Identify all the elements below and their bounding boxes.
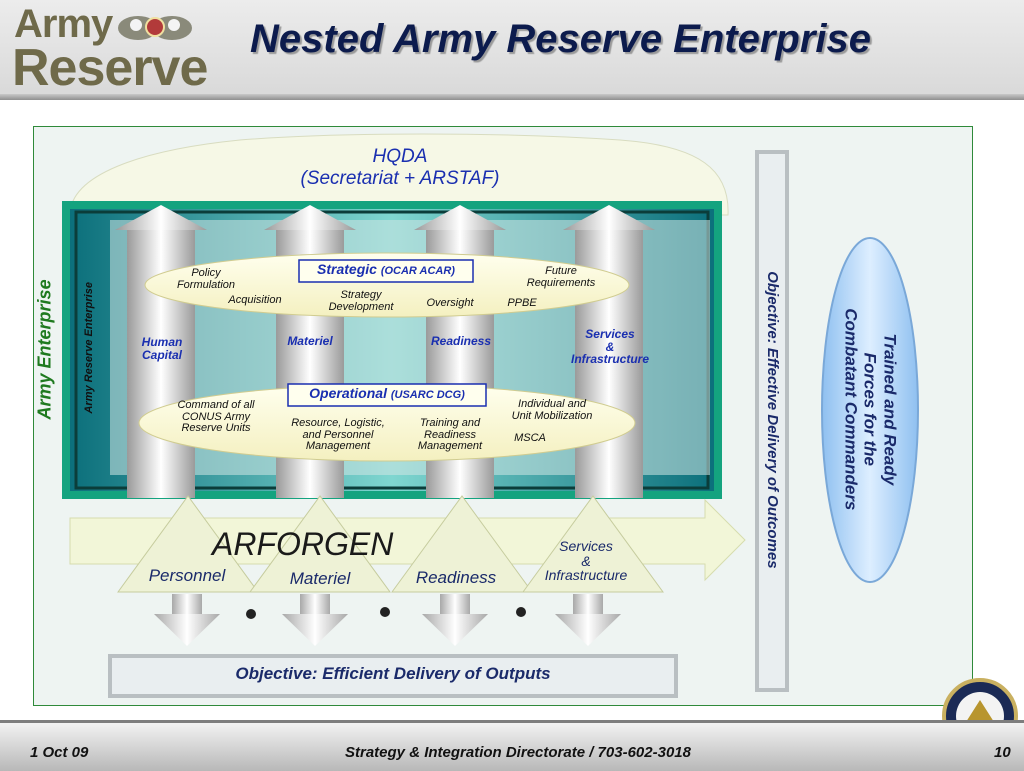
materiel-label: Materiel: [287, 334, 333, 348]
readiness-label: Readiness: [430, 334, 492, 348]
dot-1: [246, 609, 256, 619]
ppbe-text: PPBE: [507, 297, 537, 309]
outputs-bar: [108, 654, 678, 698]
hqda-subtitle: (Secretariat + ARSTAF): [300, 168, 500, 189]
arforgen-readiness: Readiness: [415, 568, 497, 587]
triangle-personnel: [117, 495, 259, 593]
down-arrow-1: [154, 594, 220, 646]
footer-page-number: 10: [994, 744, 1011, 761]
objective-outcomes-label: Objective: Effective Delivery of Outcome…: [763, 271, 781, 569]
footer-org: Strategy & Integration Directorate / 703…: [345, 744, 691, 761]
trained-ready-text: Trained and Ready Forces for the Combata…: [841, 308, 900, 511]
outcomes-bar: [755, 150, 789, 692]
down-arrow-4: [555, 594, 621, 646]
msca-text: MSCA: [514, 432, 546, 444]
army-reserve-enterprise-label: Army Reserve Enterprise: [83, 282, 96, 414]
dot-3: [516, 607, 526, 617]
dot-2: [380, 607, 390, 617]
slide-title: Nested Army Reserve Enterprise: [250, 17, 872, 61]
objective-outputs-label: Objective: Efficient Delivery of Outputs: [235, 664, 551, 683]
arforgen-personnel: Personnel: [148, 566, 226, 585]
logo-army-text: Army: [14, 2, 113, 46]
army-enterprise-label: Army Enterprise: [34, 279, 55, 420]
footer-date: 1 Oct 09: [30, 744, 89, 761]
footer-band: [0, 720, 1024, 771]
triangle-materiel: [249, 495, 391, 593]
triangle-readiness: [391, 495, 533, 593]
trained-ready-oval: [821, 237, 919, 583]
hqda-title: HQDA: [372, 146, 428, 167]
logo-reserve-text: Reserve: [12, 39, 208, 97]
oversight-text: Oversight: [426, 297, 474, 309]
acquisition-text: Acquisition: [228, 294, 282, 306]
arforgen-materiel: Materiel: [289, 569, 351, 588]
triangle-services: [522, 495, 664, 593]
header-band: [0, 0, 1024, 96]
down-arrow-3: [422, 594, 488, 646]
operational-label-box: [287, 383, 487, 407]
strategic-oval: [144, 252, 630, 318]
services-infrastructure-label: Services&Infrastructure: [570, 327, 650, 367]
operational-title: Operational (USARC DCG): [309, 385, 465, 401]
hqda-cloud: [69, 133, 729, 216]
down-arrow-2: [282, 594, 348, 646]
arforgen-title: ARFORGEN: [212, 526, 394, 562]
header-rule: [0, 94, 1024, 100]
eagle-emblem-icon: [118, 16, 192, 40]
arforgen-services: Services&Infrastructure: [544, 538, 628, 584]
strategic-label-box: [298, 259, 474, 283]
strategic-title: Strategic (OCAR ACAR): [317, 261, 455, 277]
